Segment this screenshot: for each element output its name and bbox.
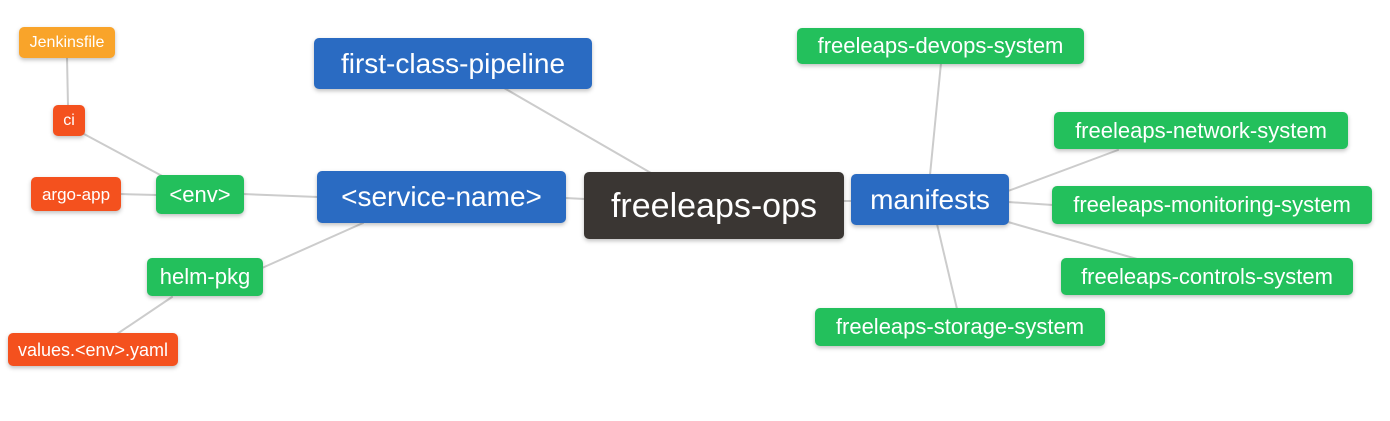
node-argo-app[interactable]: argo-app — [31, 177, 121, 211]
edge-helm-pkg-service-name — [261, 222, 364, 269]
edge-ci-env — [83, 133, 165, 178]
node-monitoring-system[interactable]: freeleaps-monitoring-system — [1052, 186, 1372, 224]
edge-jenkinsfile-ci — [66, 56, 69, 107]
edge-manifests-network-system — [1007, 149, 1119, 192]
node-first-class-pipeline[interactable]: first-class-pipeline — [314, 38, 592, 89]
node-storage-system[interactable]: freeleaps-storage-system — [815, 308, 1105, 346]
node-network-system[interactable]: freeleaps-network-system — [1054, 112, 1348, 149]
node-manifests[interactable]: manifests — [851, 174, 1009, 225]
edge-service-name-freeleaps-ops — [564, 197, 586, 200]
edge-manifests-storage-system — [936, 223, 958, 310]
edge-manifests-devops-system — [929, 62, 942, 176]
node-jenkinsfile[interactable]: Jenkinsfile — [19, 27, 115, 58]
node-service-name[interactable]: <service-name> — [317, 171, 566, 223]
edge-argo-app-env — [119, 193, 158, 196]
edge-values-env-yaml-helm-pkg — [116, 296, 173, 335]
node-values-env-yaml[interactable]: values.<env>.yaml — [8, 333, 178, 366]
node-devops-system[interactable]: freeleaps-devops-system — [797, 28, 1084, 64]
edge-manifests-controls-system — [1007, 221, 1138, 260]
node-controls-system[interactable]: freeleaps-controls-system — [1061, 258, 1353, 295]
node-env[interactable]: <env> — [156, 175, 244, 214]
edge-manifests-monitoring-system — [1007, 201, 1054, 206]
node-freeleaps-ops[interactable]: freeleaps-ops — [584, 172, 844, 239]
node-helm-pkg[interactable]: helm-pkg — [147, 258, 263, 296]
edge-env-service-name — [242, 193, 319, 198]
edge-first-class-pipeline-freeleaps-ops — [503, 87, 652, 174]
node-ci[interactable]: ci — [53, 105, 85, 136]
